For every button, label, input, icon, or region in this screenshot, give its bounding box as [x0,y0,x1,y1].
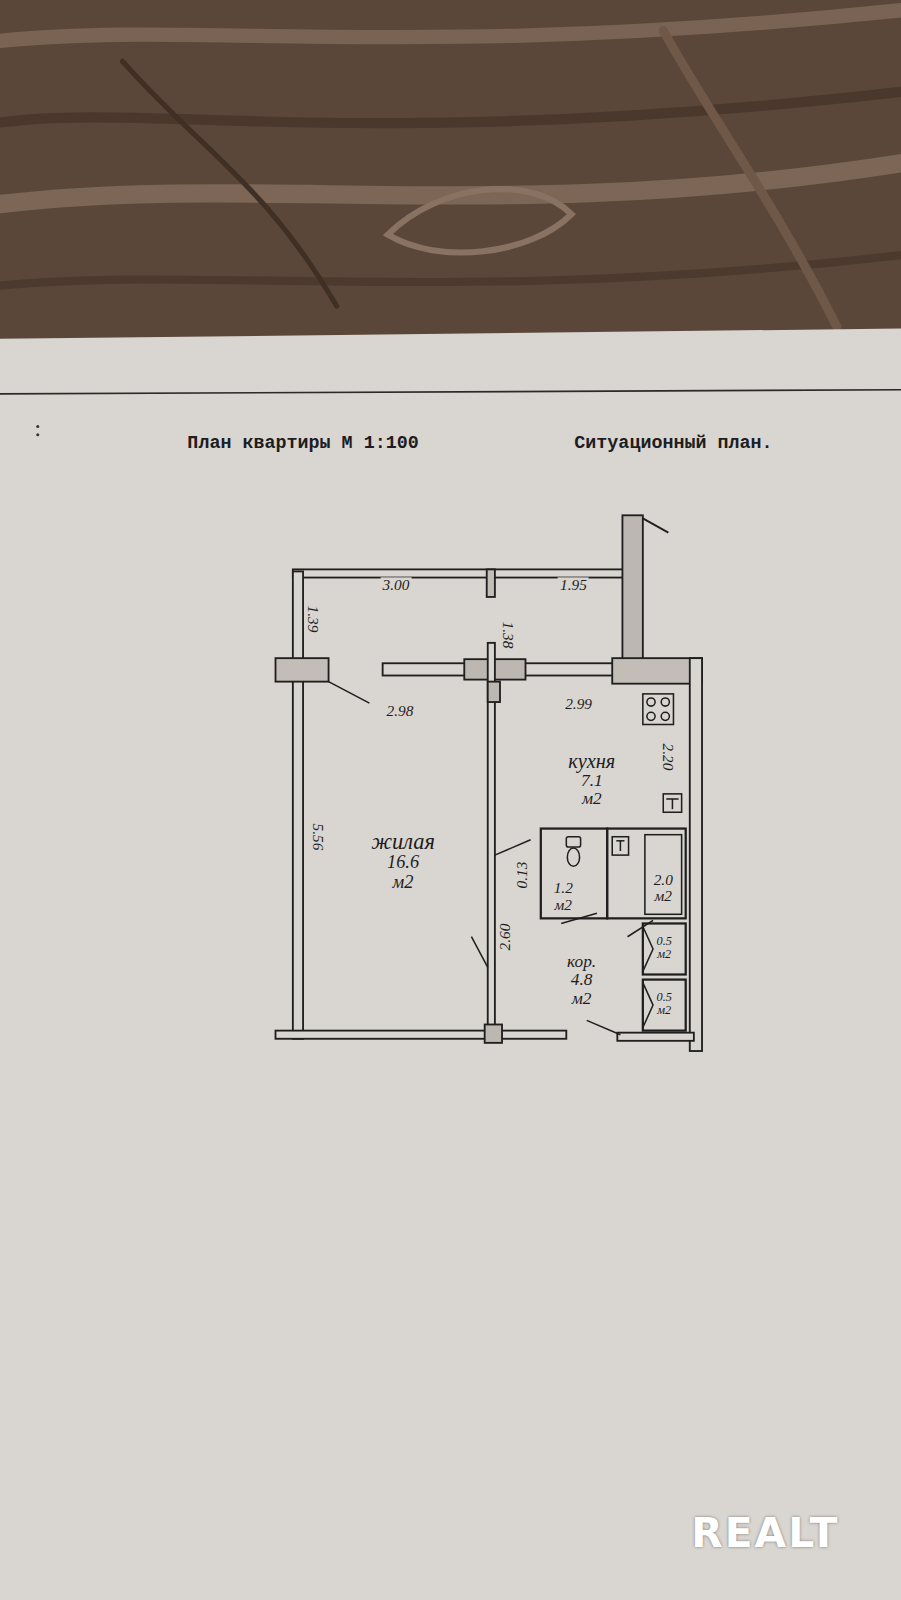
dimension-label: 5.56 [311,821,326,852]
room-area: 2.0 м2 [648,870,678,909]
dimension-label: 3.00 [381,577,412,592]
room-area: кухня7.1 м2 [563,749,620,813]
watermark: REALT [689,1512,841,1553]
room-name: кухня [568,751,615,772]
room-name: кор. [567,953,596,971]
room-area-value: 0.5 м2 [657,935,672,961]
dimension-label: 1.39 [306,604,321,635]
room-area: кор.4.8 м2 [562,951,602,1012]
dimension-label: 2.20 [661,742,676,773]
room-area: 0.5 м2 [651,989,677,1021]
room-area-value: 7.1 м2 [581,772,603,808]
dimension-label: 1.95 [558,577,589,592]
room-area-value: 2.0 м2 [654,872,673,904]
room-area-value: 0.5 м2 [657,991,672,1017]
plan-heading: Ситуационный план. [572,435,774,453]
room-area-value: 16.6 м2 [387,853,419,892]
room-area: жилая16.6 м2 [366,828,440,897]
dimension-label: 2.99 [563,696,594,711]
room-area-value: 1.2 м2 [554,880,573,912]
room-area-value: 4.8 м2 [571,971,593,1007]
room-area: 1.2 м2 [548,878,578,917]
room-name: жилая [371,830,435,854]
dimension-label: 2.98 [385,704,416,719]
dimension-label: 2.60 [497,921,512,952]
room-area: 0.5 м2 [651,933,677,965]
dimension-label: 1.38 [500,619,515,650]
plan-title: План квартиры М 1:100 [185,435,420,453]
dimension-label: 0.13 [515,860,530,891]
